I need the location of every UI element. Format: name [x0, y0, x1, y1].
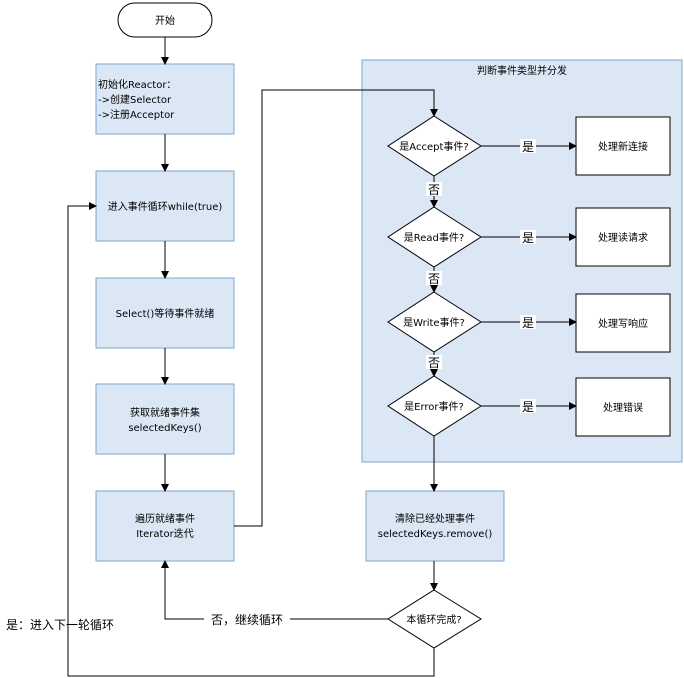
- select-label: Select()等待事件就绪: [116, 307, 215, 320]
- loop-done-decision: 本循环完成?: [387, 589, 482, 649]
- select-node: Select()等待事件就绪: [95, 277, 235, 349]
- next-loop-label: 是：进入下一轮循环: [6, 618, 114, 632]
- error-decision: 是Error事件?: [387, 375, 482, 437]
- accept-yes-label: 是: [522, 140, 534, 154]
- cluster-title: 判断事件类型并分发: [477, 64, 567, 77]
- loop-done-label: 本循环完成?: [406, 613, 461, 626]
- start-label: 开始: [155, 14, 175, 27]
- accept-no-label: 否: [428, 183, 440, 197]
- init-line-1: 初始化Reactor：: [98, 78, 176, 91]
- get-keys-node: 获取就绪事件集 selectedKeys(): [95, 383, 235, 455]
- get-keys-line-1: 获取就绪事件集: [130, 406, 200, 419]
- iterate-node: 遍历就绪事件 Iterator迭代: [95, 490, 235, 562]
- init-line-3: ->注册Acceptor: [98, 108, 175, 121]
- error-yes-label: 是: [522, 400, 534, 414]
- clear-line-2: selectedKeys.remove(): [378, 529, 493, 540]
- handle-accept-label: 处理新连接: [598, 140, 648, 153]
- handle-write-label: 处理写响应: [598, 317, 648, 330]
- handle-read-node: 处理读请求: [575, 207, 671, 267]
- iterate-line-2: Iterator迭代: [136, 528, 193, 540]
- clear-node: 清除已经处理事件 selectedKeys.remove(): [365, 490, 505, 562]
- read-no-label: 否: [428, 272, 440, 286]
- error-decision-label: 是Error事件?: [404, 400, 464, 413]
- handle-read-label: 处理读请求: [598, 231, 648, 244]
- get-keys-line-2: selectedKeys(): [128, 423, 201, 434]
- start-node: 开始: [117, 2, 213, 38]
- handle-error-label: 处理错误: [603, 401, 643, 414]
- read-decision-label: 是Read事件?: [404, 231, 464, 244]
- write-no-label: 否: [428, 356, 440, 370]
- continue-loop-label: 否，继续循环: [211, 613, 283, 627]
- write-decision-label: 是Write事件?: [403, 316, 465, 329]
- handle-error-node: 处理错误: [575, 377, 671, 437]
- read-yes-label: 是: [522, 231, 534, 245]
- write-yes-label: 是: [522, 316, 534, 330]
- clear-line-1: 清除已经处理事件: [395, 512, 475, 525]
- event-loop-label: 进入事件循环while(true): [108, 200, 223, 213]
- init-line-2: ->创建Selector: [98, 93, 172, 106]
- iterate-line-1: 遍历就绪事件: [135, 512, 195, 525]
- init-node: 初始化Reactor： ->创建Selector ->注册Acceptor: [95, 63, 235, 135]
- event-loop-node: 进入事件循环while(true): [95, 170, 235, 242]
- accept-decision: 是Accept事件?: [387, 115, 482, 177]
- edge-iterate-accept: [234, 89, 438, 527]
- handle-accept-node: 处理新连接: [575, 116, 671, 176]
- handle-write-node: 处理写响应: [575, 293, 671, 353]
- edge-continue-loop: [161, 560, 388, 620]
- edge-next-loop: [67, 202, 435, 677]
- accept-decision-label: 是Accept事件?: [399, 140, 468, 153]
